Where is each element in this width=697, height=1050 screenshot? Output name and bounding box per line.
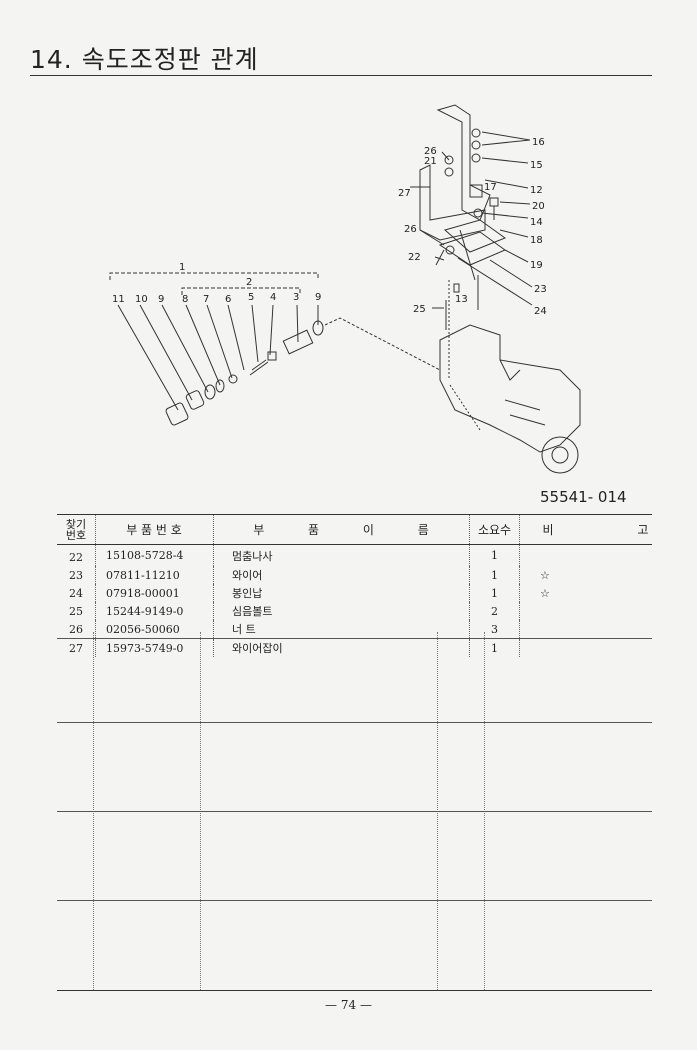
ref-no: 22 xyxy=(57,544,96,566)
part-name: 와이어잡이 xyxy=(213,638,470,657)
part-name: 심음볼트 xyxy=(213,602,470,620)
callout-2: 2 xyxy=(246,277,252,288)
callout-7: 7 xyxy=(203,294,209,305)
callout-26b: 26 xyxy=(404,224,417,235)
header-part-name: 부 품 이 름 xyxy=(213,515,470,545)
callout-6: 6 xyxy=(225,294,231,305)
callout-16: 16 xyxy=(532,137,545,148)
part-name: 너 트 xyxy=(213,620,470,639)
callout-20: 20 xyxy=(532,201,545,212)
part-number: 15244-9149-0 xyxy=(95,602,214,620)
quantity: 1 xyxy=(469,566,520,584)
header-part-number: 부 품 번 호 xyxy=(95,515,214,545)
callout-1: 1 xyxy=(179,262,185,273)
quantity: 1 xyxy=(469,638,520,657)
ref-no: 25 xyxy=(57,602,96,620)
header-quantity: 소요수 xyxy=(469,515,520,545)
remarks: ☆ xyxy=(540,568,550,582)
figure-code: 55541- 014 xyxy=(540,488,627,506)
header-ref-no: 찾기 번호 xyxy=(57,515,96,545)
callout-4: 4 xyxy=(270,292,276,303)
callout-27: 27 xyxy=(398,188,411,199)
callout-24: 24 xyxy=(534,306,547,317)
table-top-rule xyxy=(57,514,652,515)
ref-no: 23 xyxy=(57,566,96,584)
part-number: 02056-50060 xyxy=(95,620,214,639)
callout-19: 19 xyxy=(530,260,543,271)
callout-21: 21 xyxy=(424,156,437,167)
part-name: 봉인납 xyxy=(213,584,470,602)
row-group-rule xyxy=(57,900,652,901)
table-bottom-rule xyxy=(57,990,652,991)
remarks xyxy=(520,545,653,567)
part-number: 07811-11210 xyxy=(95,566,214,584)
callout-9: 9 xyxy=(158,294,164,305)
callout-labels: 1 2 11 10 9 8 7 6 5 4 3 9 16 15 12 20 14… xyxy=(112,137,547,317)
callout-18: 18 xyxy=(530,235,543,246)
remarks: ☆ xyxy=(540,586,550,600)
part-number: 15108-5728-4 xyxy=(95,544,214,566)
callout-23: 23 xyxy=(534,284,547,295)
callout-17: 17 xyxy=(484,182,497,193)
quantity: 3 xyxy=(469,620,520,639)
part-name: 와이어 xyxy=(213,566,470,584)
callout-10: 10 xyxy=(135,294,148,305)
part-name: 멈춤나사 xyxy=(213,544,470,566)
callout-3: 3 xyxy=(293,292,299,303)
header-remarks: 비 고 xyxy=(519,515,652,545)
callout-15: 15 xyxy=(530,160,543,171)
callout-26: 26 xyxy=(424,146,437,157)
parts-diagram: 1 2 11 10 9 8 7 6 5 4 3 9 16 15 12 20 14… xyxy=(109,104,581,474)
quantity: 2 xyxy=(469,602,520,620)
quantity: 1 xyxy=(469,544,520,566)
callout-8: 8 xyxy=(182,294,188,305)
ref-no: 27 xyxy=(57,638,96,657)
ref-no: 24 xyxy=(57,584,96,602)
remarks xyxy=(520,620,653,639)
callout-11: 11 xyxy=(112,294,125,305)
callout-9b: 9 xyxy=(315,292,321,303)
page-title: 14. 속도조정판 관계 xyxy=(30,45,259,74)
callout-12: 12 xyxy=(530,185,543,196)
remarks xyxy=(520,602,653,620)
quantity: 1 xyxy=(469,584,520,602)
remarks xyxy=(520,639,653,658)
callout-22: 22 xyxy=(408,252,421,263)
part-number: 15973-5749-0 xyxy=(95,638,214,657)
row-group-rule xyxy=(57,811,652,812)
ref-no: 26 xyxy=(57,620,96,639)
part-number: 07918-00001 xyxy=(95,584,214,602)
page-number: — 74 — xyxy=(325,998,372,1012)
callout-13: 13 xyxy=(455,294,468,305)
callout-14: 14 xyxy=(530,217,543,228)
row-group-rule xyxy=(57,722,652,723)
callout-5: 5 xyxy=(248,292,254,303)
callout-25: 25 xyxy=(413,304,426,315)
title-rule xyxy=(30,75,652,76)
